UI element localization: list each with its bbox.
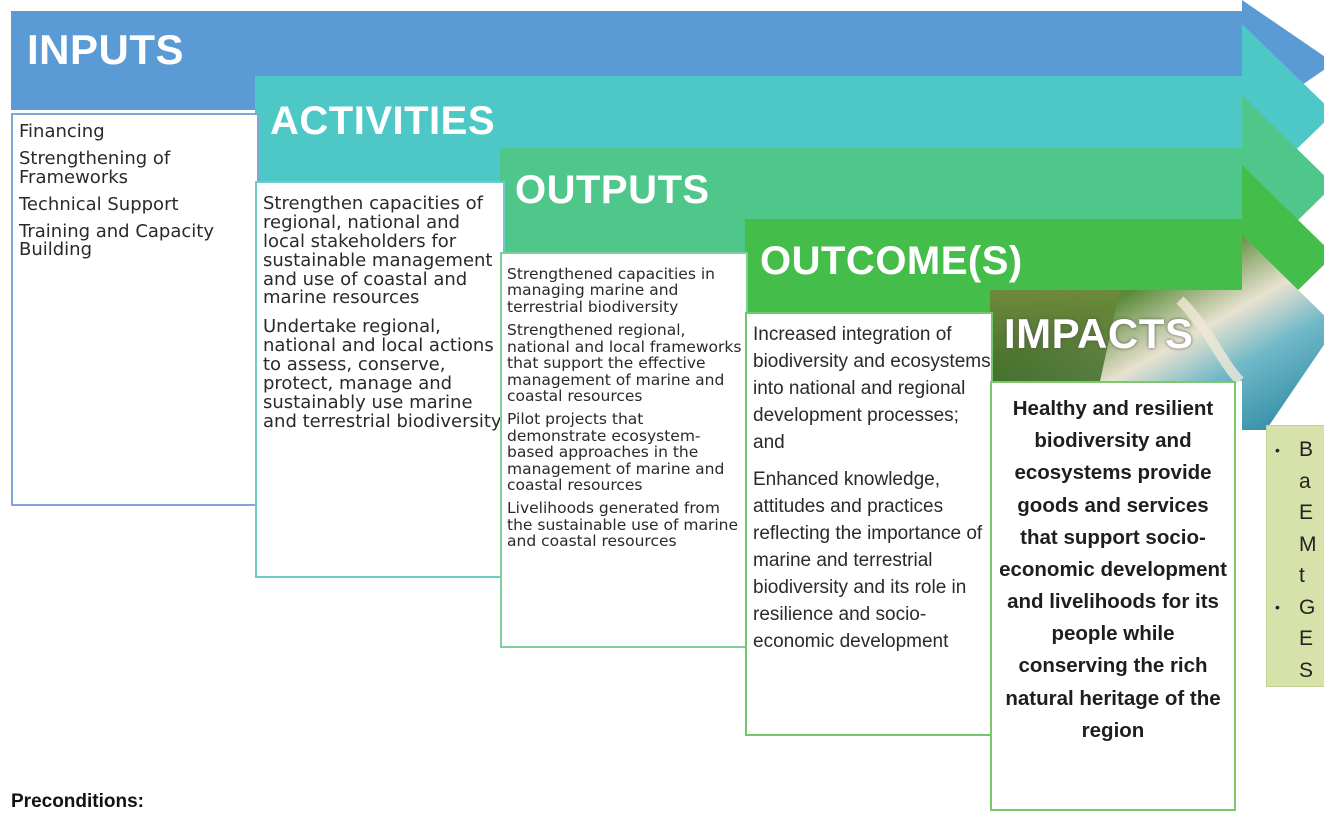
side-note-line: M	[1299, 532, 1317, 556]
side-note-line: •G	[1275, 595, 1316, 619]
side-note-line: a	[1299, 469, 1311, 493]
side-note-line: S	[1299, 658, 1314, 682]
outputs-item: Strengthened capacities in managing mari…	[507, 265, 715, 316]
outputs-title: OUTPUTS	[515, 168, 710, 212]
inputs-box: Financing Strengthening of Frameworks Te…	[11, 113, 259, 506]
side-note-line: •B	[1275, 438, 1314, 461]
inputs-title: INPUTS	[27, 26, 185, 73]
activities-item: Strengthen capacities of regional, natio…	[263, 193, 493, 309]
activities-item: Undertake regional, national and local a…	[263, 316, 502, 432]
side-note: •B a E M t •G E S	[1266, 425, 1324, 687]
outcome-title: OUTCOME(S)	[760, 239, 1023, 283]
outcome-item: Enhanced knowledge, attitudes and practi…	[753, 468, 983, 652]
preconditions-label: Preconditions:	[11, 791, 145, 812]
outcome-item: Increased integration of biodiversity an…	[753, 324, 991, 453]
impacts-text: Healthy and resilient biodiversity and e…	[999, 397, 1227, 742]
outputs-item: Livelihoods generated from the sustainab…	[507, 499, 739, 551]
side-note-line: E	[1299, 627, 1314, 650]
outputs-item: Pilot projects that demonstrate ecosyste…	[507, 410, 725, 495]
inputs-item: Technical Support	[19, 193, 179, 215]
outputs-item: Strengthened regional, national and loca…	[507, 321, 742, 405]
impacts-box: Healthy and resilient biodiversity and e…	[990, 381, 1236, 811]
side-note-line: t	[1299, 564, 1305, 587]
inputs-item: Financing	[19, 121, 105, 142]
outputs-box: Strengthened capacities in managing mari…	[500, 252, 748, 648]
inputs-item: Strengthening of Frameworks	[19, 147, 171, 188]
inputs-item: Training and Capacity Building	[19, 220, 214, 261]
side-note-line: E	[1299, 501, 1314, 524]
impacts-photo	[990, 235, 1324, 430]
outcome-box: Increased integration of biodiversity an…	[745, 312, 993, 736]
impacts-title: IMPACTS	[1004, 310, 1194, 357]
activities-title: ACTIVITIES	[270, 99, 496, 143]
activities-box: Strengthen capacities of regional, natio…	[255, 181, 505, 578]
